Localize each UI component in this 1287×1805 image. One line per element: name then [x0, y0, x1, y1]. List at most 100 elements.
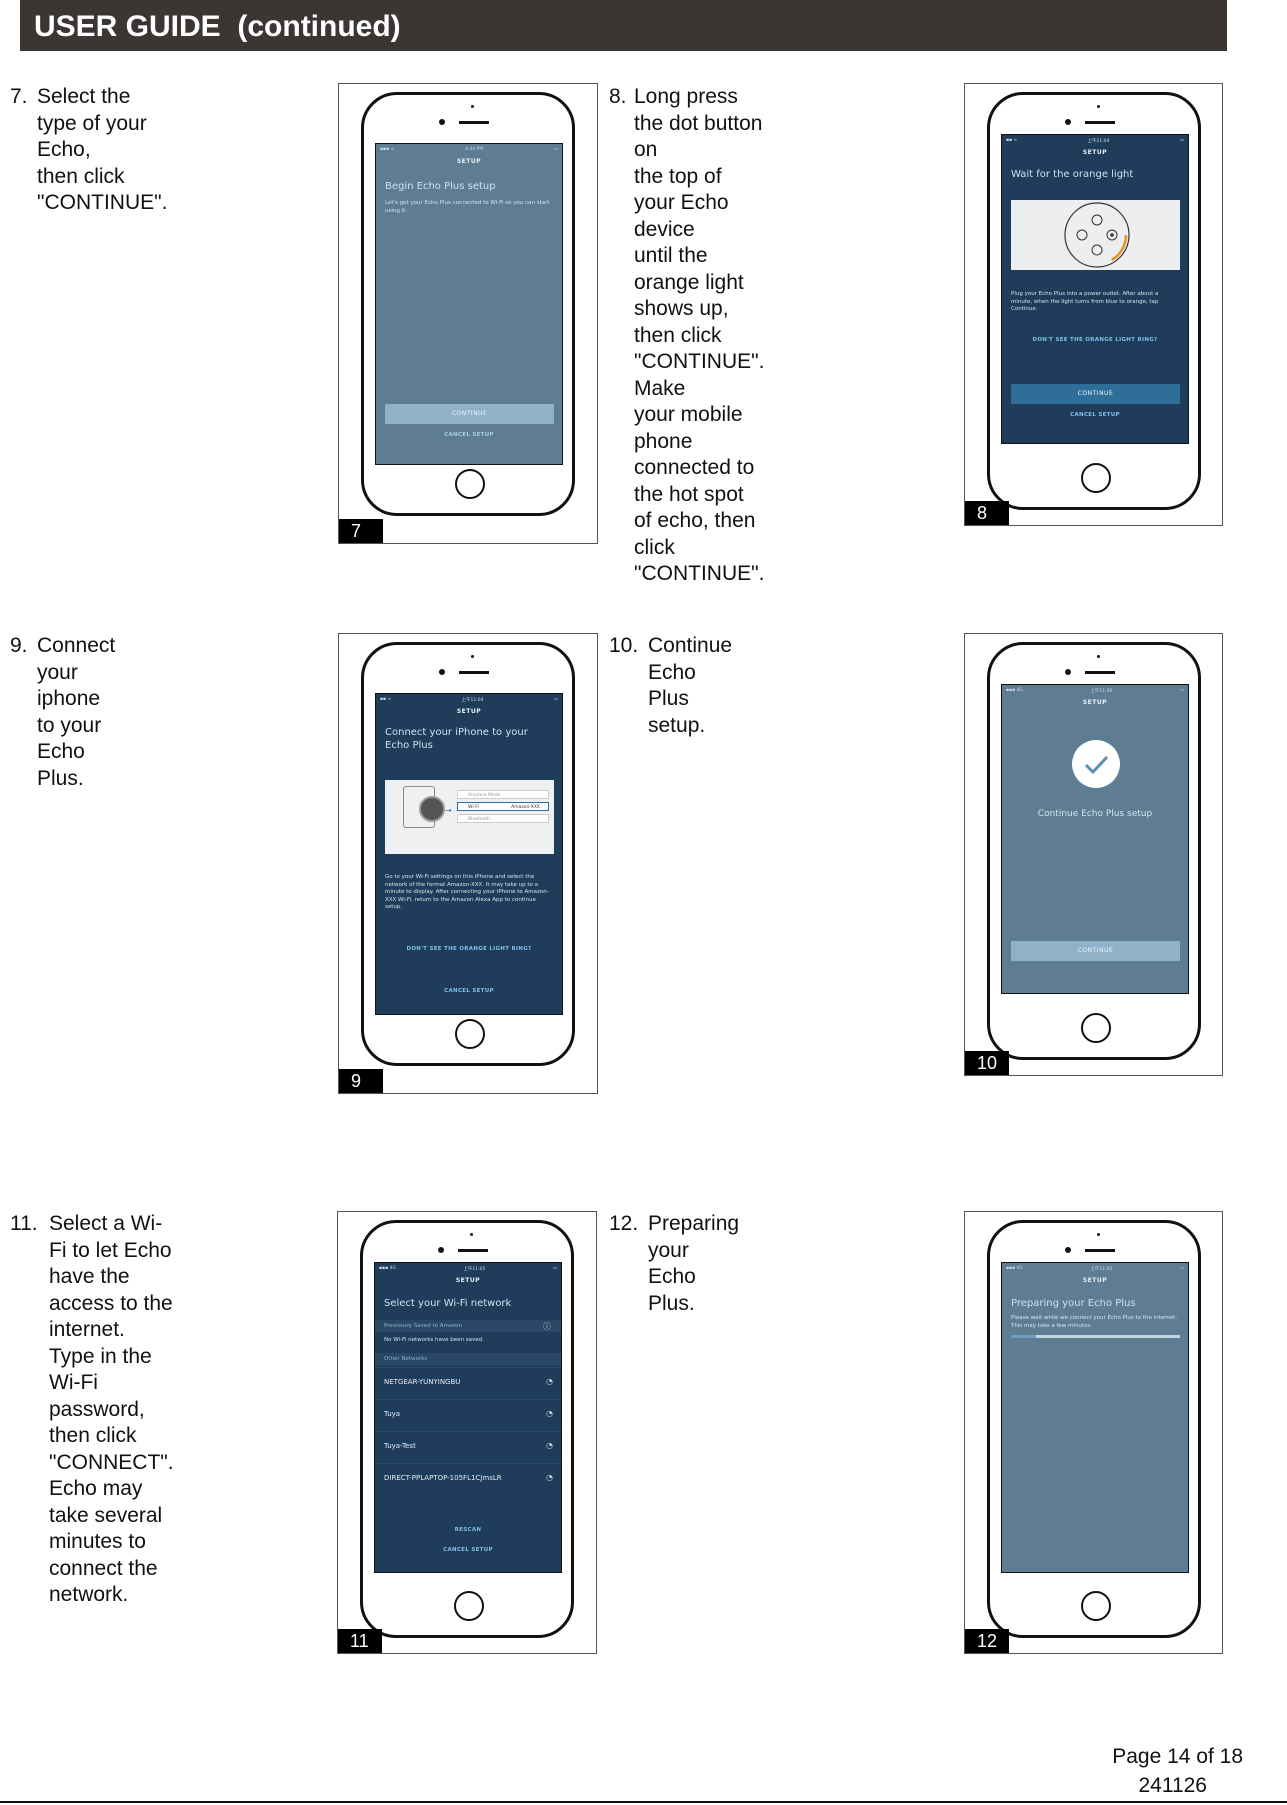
continue-button[interactable]: CONTINUE: [1011, 384, 1180, 404]
bluetooth-row: Bluetooth: [457, 814, 549, 823]
phone-screen: ▪▪▪ 4G 上午11:06 ▭ SETUP Continue Echo Plus …: [1001, 684, 1189, 994]
phone-illustration: ▪▪▪ 4G 上午11:06 ▭ SETUP Continue Echo Plus …: [987, 642, 1201, 1060]
network-row[interactable]: NETGEAR-YUNYINGBU ◔: [375, 1367, 561, 1398]
figure-label: 7: [339, 519, 383, 543]
step-line: Connect your iphone to your: [37, 634, 116, 737]
figure-label: 11: [338, 1629, 382, 1653]
phone-illustration: ▪▪ ≈上午11:04▭ SETUP Wait for the orange l…: [987, 92, 1201, 510]
screen-heading: SETUP: [1082, 149, 1108, 156]
network-row[interactable]: DIRECT-PPLAPTOP-105FL1CJmsLR ◔: [375, 1463, 561, 1494]
camera-dot: [1065, 119, 1071, 125]
status-time: 上午11:05: [463, 1267, 486, 1272]
signal-icon: ▪▪▪ 4G: [379, 1266, 396, 1271]
cancel-setup-link[interactable]: CANCEL SETUP: [1070, 412, 1120, 418]
sensor-dot: [1097, 105, 1100, 108]
echo-top-icon: [1064, 202, 1130, 268]
step-number: 12.: [609, 1212, 639, 1235]
screen-heading: SETUP: [1082, 699, 1108, 706]
screen-heading: SETUP: [456, 708, 482, 715]
saved-networks-header: Previously Saved to Amazon ⓘ: [375, 1320, 561, 1332]
status-bar: ▪▪▪ ≈4:44 PM▭: [380, 147, 558, 153]
screen-body: Let's get your Echo Plus connected to Wi…: [385, 200, 550, 214]
cancel-setup-link[interactable]: CANCEL SETUP: [443, 1547, 493, 1553]
orange-light-help-link[interactable]: DON'T SEE THE ORANGE LIGHT RING?: [1032, 337, 1158, 343]
figure-label: 12: [965, 1629, 1009, 1653]
camera-dot: [439, 669, 445, 675]
screen-heading: SETUP: [1082, 1277, 1108, 1284]
rescan-link[interactable]: RESCAN: [454, 1527, 482, 1533]
step-line: password, then click: [49, 1397, 145, 1448]
status-bar: ▪▪ ≈上午11:04▭: [380, 697, 558, 703]
sensor-dot: [471, 105, 474, 108]
step-line: Long press the dot button on: [634, 85, 763, 161]
phone-illustration: ▪▪ ≈上午11:04▭ SETUP Connect your iPhone t…: [361, 642, 575, 1066]
step-number: 9.: [10, 634, 28, 657]
sensor-dot: [1097, 655, 1100, 658]
wifi-signal-icon: ◔: [546, 1473, 553, 1482]
screen-title: Select your Wi-Fi network: [384, 1298, 512, 1309]
screen-title: Wait for the orange light: [1011, 169, 1134, 180]
battery-icon: ▭: [553, 147, 558, 152]
network-name: DIRECT-PPLAPTOP-105FL1CJmsLR: [384, 1474, 502, 1482]
status-bar: ▪▪▪ 4G 上午11:05 ▭: [379, 1266, 557, 1272]
other-networks-header: Other Networks: [375, 1353, 561, 1365]
speaker-slot: [459, 671, 489, 674]
continue-button[interactable]: CONTINUE: [1011, 941, 1180, 961]
wifi-value: Amazon-XXX: [511, 805, 540, 810]
speaker-slot: [1085, 671, 1115, 674]
orange-light-help-link[interactable]: DON'T SEE THE ORANGE LIGHT RING?: [406, 946, 532, 952]
signal-icon: ▪▪▪ 4G: [1006, 688, 1023, 693]
phone-illustration: ▪▪▪ ≈4:44 PM▭ SETUP Begin Echo Plus setu…: [361, 92, 575, 516]
step-line: Select the type of your Echo,: [37, 85, 147, 161]
settings-gear-icon: [419, 796, 445, 822]
signal-icon: ▪▪ ≈: [1006, 138, 1018, 143]
status-time: 上午11:06: [1090, 689, 1113, 694]
step-line: "CONTINUE".: [634, 562, 765, 585]
speaker-slot: [1085, 121, 1115, 124]
battery-icon: ▭: [552, 1266, 557, 1271]
figure-8: ▪▪ ≈上午11:04▭ SETUP Wait for the orange l…: [964, 83, 1223, 526]
step-line: connect the network.: [49, 1556, 158, 1607]
network-name: NETGEAR-YUNYINGBU: [384, 1378, 461, 1386]
figure-label: 10: [965, 1051, 1009, 1075]
camera-dot: [1065, 1247, 1071, 1253]
wifi-signal-icon: ◔: [546, 1377, 553, 1386]
cancel-setup-link[interactable]: CANCEL SETUP: [444, 432, 494, 438]
step-line: internet. Type in the Wi-Fi: [49, 1318, 152, 1394]
speaker-slot: [458, 1249, 488, 1252]
phone-screen: ▪▪ ≈上午11:04▭ SETUP Wait for the orange l…: [1001, 134, 1189, 444]
screen-title: Begin Echo Plus setup: [385, 181, 496, 192]
screen-title: Connect your iPhone to your Echo Plus: [385, 727, 528, 751]
screen-title: Continue Echo Plus setup: [1037, 809, 1153, 819]
step-line: the hot spot of echo, then click: [634, 482, 756, 559]
network-row[interactable]: Tuya-Test◔: [375, 1431, 561, 1462]
network-row[interactable]: Tuya◔: [375, 1399, 561, 1430]
camera-dot: [439, 119, 445, 125]
info-icon[interactable]: ⓘ: [543, 1322, 551, 1331]
home-button: [1081, 1591, 1111, 1621]
page-title: USER GUIDE (continued): [34, 10, 401, 43]
step-number: 10.: [609, 634, 639, 657]
document-code: 241126: [1138, 1774, 1207, 1797]
wifi-signal-icon: ◔: [546, 1441, 553, 1450]
step-line: your mobile phone connected to: [634, 403, 755, 479]
step-line: Preparing your Echo Plus.: [648, 1212, 740, 1315]
network-name: Tuya: [384, 1410, 401, 1418]
status-time: 4:44 PM: [464, 147, 484, 152]
step-line: then click "CONTINUE".: [37, 164, 168, 215]
progress-bar: [1011, 1335, 1180, 1338]
continue-button[interactable]: CONTINUE: [385, 404, 554, 424]
battery-icon: ▭: [1179, 1266, 1184, 1271]
screen-body: Go to your Wi-Fi settings on this iPhone…: [385, 874, 549, 910]
step-number: 11.: [10, 1212, 38, 1235]
battery-icon: ▭: [1179, 688, 1184, 693]
status-bar: ▪▪▪ 4G 上午11:06 ▭: [1006, 688, 1184, 694]
wifi-row: Wi-Fi Amazon-XXX: [457, 802, 549, 811]
echo-device-image: [1011, 200, 1180, 270]
other-header-label: Other Networks: [384, 1356, 428, 1362]
progress-fill: [1011, 1335, 1037, 1338]
arrow-right-icon: →: [445, 806, 452, 815]
phone-screen: ▪▪▪ ≈4:44 PM▭ SETUP Begin Echo Plus setu…: [375, 143, 563, 465]
cancel-setup-link[interactable]: CANCEL SETUP: [444, 988, 494, 994]
